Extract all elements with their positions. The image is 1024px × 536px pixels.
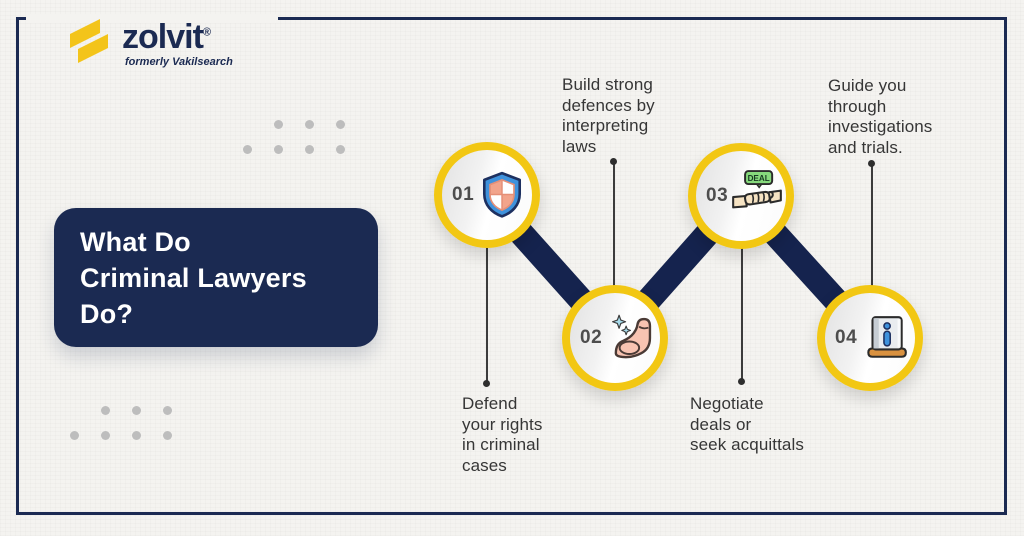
brand-wordmark: zolvit: [122, 18, 204, 56]
dot: [305, 145, 314, 154]
step-number: 03: [706, 185, 729, 206]
dot: [336, 120, 345, 129]
dot: [243, 145, 252, 154]
decorative-dot-grid: [243, 120, 345, 170]
zolvit-logo-icon: [70, 19, 108, 63]
step-label-1: Defend your rights in criminal cases: [462, 394, 543, 475]
dot: [132, 431, 141, 440]
title-card: What Do Criminal Lawyers Do?: [54, 208, 378, 347]
leader-dot-step1: [483, 380, 490, 387]
dot: [336, 145, 345, 154]
step-label-2: Build strong defences by interpreting la…: [562, 75, 655, 156]
dot: [163, 406, 172, 415]
brand-tagline: formerly Vakilsearch: [125, 56, 233, 68]
dot: [101, 431, 110, 440]
step-node-3: 03 DEAL: [688, 143, 794, 249]
step-label-3: Negotiate deals or seek acquittals: [690, 394, 804, 454]
step-number: 04: [835, 327, 858, 348]
strong-arm-icon: [612, 314, 652, 359]
brand-name: zolvit®: [122, 18, 211, 57]
shield-icon: [483, 171, 522, 218]
leader-line-step3: [741, 248, 743, 380]
dot: [101, 406, 110, 415]
step-number: 01: [452, 184, 475, 205]
leader-dot-step3: [738, 378, 745, 385]
step-label-4: Guide you through investigations and tri…: [828, 76, 933, 157]
registered-mark: ®: [202, 26, 212, 39]
leader-line-step1: [486, 248, 488, 382]
step-node-2: 02: [562, 285, 668, 391]
dot: [70, 431, 79, 440]
dot: [274, 120, 283, 129]
leader-line-step4: [871, 164, 873, 288]
deal-handshake-icon: DEAL: [732, 170, 783, 209]
dot: [163, 431, 172, 440]
info-book-icon: [867, 316, 908, 358]
page-title: What Do Criminal Lawyers Do?: [80, 226, 307, 329]
dot: [305, 120, 314, 129]
dot: [274, 145, 283, 154]
dot: [132, 406, 141, 415]
brand-logo: zolvit® formerly Vakilsearch: [62, 12, 282, 78]
deal-tag-text: DEAL: [748, 174, 770, 183]
decorative-dot-grid: [70, 406, 172, 456]
leader-line-step2: [613, 162, 615, 288]
step-number: 02: [580, 327, 603, 348]
step-node-1: 01: [434, 142, 540, 248]
leader-dot-step2: [610, 158, 617, 165]
step-node-4: 04: [817, 285, 923, 391]
frame-logo-gap: [26, 14, 278, 23]
leader-dot-step4: [868, 160, 875, 167]
